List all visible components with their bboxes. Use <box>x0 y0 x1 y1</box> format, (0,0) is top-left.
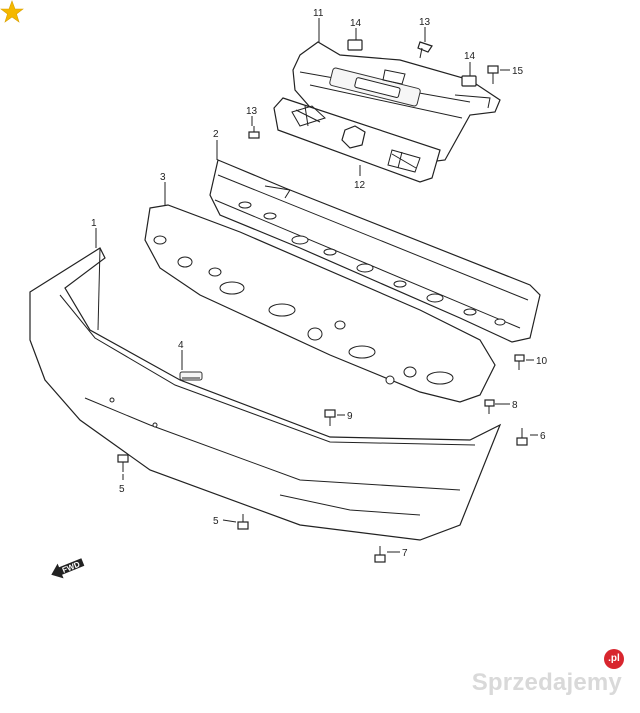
callout-5-lower: 5 <box>213 516 219 527</box>
bolt-7 <box>374 546 386 563</box>
clip-14-right <box>461 75 477 87</box>
watermark-text: Sprzedajemy <box>471 669 622 696</box>
callout-7: 7 <box>402 548 408 559</box>
callout-5-left: 5 <box>119 484 125 495</box>
callout-14-left: 14 <box>350 18 362 29</box>
absorber-part <box>144 204 496 403</box>
watermark-badge: .pl <box>604 649 624 669</box>
screw-13-top <box>417 41 433 59</box>
callout-15: 15 <box>512 66 524 77</box>
callout-12: 12 <box>354 180 366 191</box>
bolt-10 <box>514 354 525 370</box>
beam-holes <box>238 201 506 326</box>
reinforcement-beam-part <box>209 159 541 343</box>
callout-10: 10 <box>536 356 548 367</box>
callout-3: 3 <box>160 172 166 183</box>
bolt-5-lower <box>237 514 249 530</box>
callout-6: 6 <box>540 431 546 442</box>
callout-14-right: 14 <box>464 51 476 62</box>
callout-1: 1 <box>91 218 97 229</box>
leader-lines <box>95 18 538 553</box>
clip-14-left <box>347 39 363 51</box>
callout-8: 8 <box>512 400 518 411</box>
bolt-15 <box>487 65 499 84</box>
callout-13-top: 13 <box>419 17 431 28</box>
callout-13-left: 13 <box>246 106 258 117</box>
fwd-label: FWD <box>61 560 81 575</box>
star-icon <box>0 0 24 23</box>
bolt-8 <box>484 399 495 414</box>
grille-part <box>273 97 441 183</box>
absorber-holes <box>153 235 454 385</box>
bolt-5-left <box>117 454 129 472</box>
callout-11: 11 <box>313 8 324 19</box>
bolt-9 <box>324 409 336 426</box>
callout-4: 4 <box>178 340 184 351</box>
callout-labels: 11 14 13 14 15 13 12 2 3 1 4 10 8 6 9 5 … <box>91 8 548 559</box>
fwd-arrow-icon: FWD <box>51 558 85 579</box>
callout-9: 9 <box>347 411 353 422</box>
screw-13-left <box>248 126 260 139</box>
fasteners <box>117 39 528 563</box>
callout-2: 2 <box>213 129 219 140</box>
bumper-cover-part <box>29 247 502 541</box>
bolt-6 <box>516 428 528 446</box>
